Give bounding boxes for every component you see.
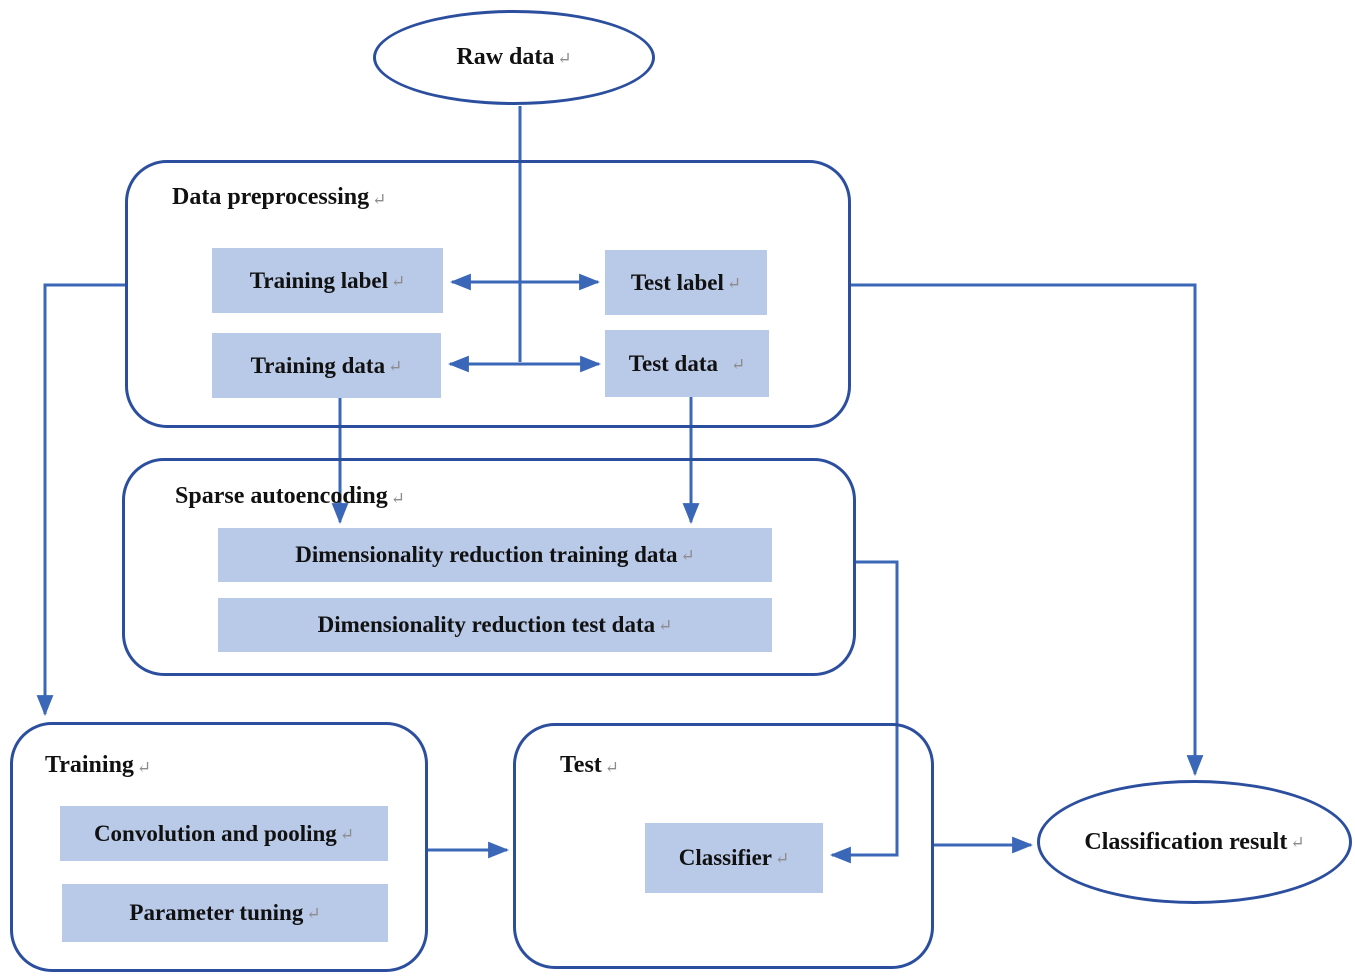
data-preprocessing-title: Data preprocessing↵	[172, 184, 387, 210]
return-mark: ↵	[1290, 833, 1305, 852]
return-mark: ↵	[775, 849, 790, 868]
node-test-data: Test data↵	[605, 330, 769, 397]
node-training-label: Training label↵	[212, 248, 443, 313]
return-mark: ↵	[726, 273, 742, 293]
connector-preprocessing-training	[36, 283, 125, 717]
return-mark: ↵	[731, 354, 746, 374]
return-mark: ↵	[390, 489, 405, 508]
return-mark: ↵	[306, 904, 321, 923]
sparse-autoencoding-title: Sparse autoencoding↵	[175, 483, 405, 509]
node-test-label: Test label↵	[605, 250, 767, 315]
node-dim-reduction-training-data: Dimensionality reduction training data↵	[218, 528, 772, 582]
group-sparse-autoencoding	[122, 458, 856, 676]
return-mark: ↵	[339, 824, 355, 844]
node-classification-result: Classification result↵	[1037, 780, 1352, 904]
test-title: Test↵	[560, 752, 620, 778]
group-test	[513, 723, 934, 969]
connector-preprocessing-classificationresult	[851, 283, 1204, 777]
raw-data-label: Raw data	[456, 44, 555, 70]
return-mark: ↵	[136, 758, 152, 777]
node-classifier: Classifier↵	[645, 823, 823, 893]
training-title: Training↵	[45, 752, 152, 778]
return-mark: ↵	[658, 616, 673, 635]
return-mark: ↵	[388, 356, 403, 376]
return-mark: ↵	[604, 758, 620, 777]
group-training	[10, 722, 428, 972]
node-convolution-and-pooling: Convolution and pooling↵	[60, 806, 388, 861]
node-training-data: Training data↵	[212, 333, 441, 398]
return-mark: ↵	[372, 190, 387, 209]
return-mark: ↵	[557, 48, 572, 68]
node-dim-reduction-test-data: Dimensionality reduction test data↵	[218, 598, 772, 652]
node-raw-data: Raw data↵	[373, 10, 655, 105]
connector-sparse-classifier	[829, 560, 899, 864]
return-mark: ↵	[391, 271, 406, 291]
node-parameter-tuning: Parameter tuning↵	[62, 884, 388, 942]
group-data-preprocessing	[125, 160, 851, 428]
return-mark: ↵	[680, 546, 695, 565]
classification-result-label: Classification result	[1084, 828, 1288, 855]
